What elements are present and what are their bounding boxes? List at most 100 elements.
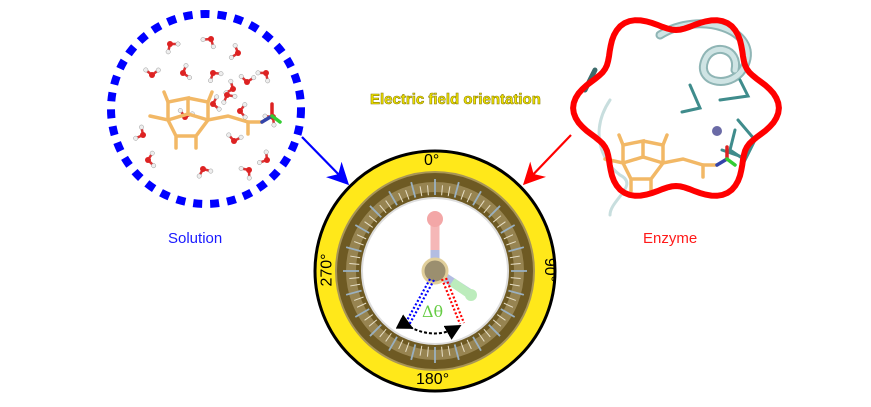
- water-molecule: [221, 92, 238, 105]
- water-molecule: [228, 43, 241, 60]
- water-molecule: [196, 166, 214, 179]
- dial-tick: [398, 339, 404, 350]
- enzyme-arrow: [522, 134, 572, 186]
- dial-tick: [398, 192, 404, 203]
- water-molecule: [208, 70, 224, 84]
- dial-tick: [478, 332, 485, 342]
- enzyme-panel: [570, 17, 782, 217]
- dial-tick: [509, 283, 520, 287]
- dial-tick: [483, 204, 491, 214]
- dial-label-270: 270°: [318, 253, 336, 287]
- water-molecule: [145, 150, 157, 169]
- water-molecule: [237, 102, 248, 120]
- dial-tick: [488, 324, 501, 337]
- dial-tick: [364, 221, 374, 228]
- dial-tick: [427, 346, 429, 357]
- dial-tick: [354, 241, 364, 246]
- dial-tick: [496, 314, 506, 321]
- dial-tick: [369, 205, 382, 218]
- figure-title: Electric field orientation: [370, 91, 541, 109]
- dial-tick: [385, 200, 392, 210]
- dial-tick: [510, 263, 521, 265]
- enzyme-label: Enzyme: [643, 230, 698, 247]
- dial-tick: [466, 339, 472, 350]
- dial-tick: [447, 186, 451, 197]
- dial-tick: [441, 185, 443, 196]
- dial-tick: [350, 283, 361, 287]
- enzyme-substrate-molecule: [603, 133, 737, 193]
- water-molecule: [256, 149, 270, 166]
- dial-tick: [472, 190, 482, 206]
- orientation-dial: [313, 149, 557, 393]
- solution-label: Solution: [168, 230, 223, 247]
- dial-tick: [483, 328, 491, 338]
- solution-boundary: [107, 10, 305, 208]
- dial-tick: [460, 342, 465, 352]
- dial-label-0: 0°: [424, 152, 440, 169]
- dial-tick: [466, 192, 472, 203]
- solution-arrow: [301, 136, 350, 186]
- dial-tick: [496, 221, 506, 228]
- dial-tick: [500, 224, 516, 234]
- dial-tick: [368, 319, 378, 327]
- water-molecules: [133, 36, 277, 181]
- dial-tick: [453, 181, 460, 198]
- dial-tick: [419, 186, 423, 197]
- solution-projection-line: [404, 278, 431, 325]
- dial-tick: [488, 205, 501, 218]
- water-molecule: [133, 124, 146, 141]
- water-molecule: [226, 132, 244, 144]
- dial-tick: [350, 255, 361, 259]
- dial-tick: [492, 215, 502, 223]
- dial-tick: [478, 200, 485, 210]
- water-molecule: [180, 63, 192, 81]
- dial-tick: [385, 332, 392, 342]
- dial-ticks: [343, 179, 527, 363]
- water-molecule: [210, 94, 222, 112]
- dial-tick: [506, 296, 516, 301]
- dial-tick: [410, 344, 417, 361]
- dial-tick: [506, 241, 516, 246]
- dial-tick: [405, 190, 410, 200]
- dial-tick: [364, 314, 374, 321]
- dial-tick: [354, 308, 370, 318]
- dial-tick: [410, 181, 417, 198]
- dial-tick: [427, 185, 429, 196]
- dial-tick: [405, 342, 410, 352]
- dial-tick: [345, 289, 362, 296]
- dial-tick: [500, 308, 516, 318]
- dial-tick: [388, 190, 398, 206]
- metal-ion: [712, 126, 722, 136]
- dial-tick: [419, 345, 423, 356]
- solution-substrate-molecule: [148, 90, 282, 150]
- dial-tick: [356, 302, 367, 308]
- delta-theta-arc: [395, 314, 462, 340]
- dial-tick: [509, 255, 520, 259]
- water-molecule: [238, 73, 257, 85]
- dial-label-180: 180°: [416, 371, 450, 388]
- dial-tick: [349, 277, 360, 279]
- dial-tick: [368, 215, 378, 223]
- dial-label-90: 90°: [541, 257, 559, 283]
- dial-tick: [508, 246, 525, 253]
- water-molecule: [143, 67, 161, 78]
- dial-tick: [354, 296, 364, 301]
- dial-tick: [379, 204, 387, 214]
- dial-tick: [510, 277, 521, 279]
- dial-tick: [460, 190, 465, 200]
- dial-tick: [447, 345, 451, 356]
- water-molecule: [238, 166, 252, 181]
- dial-tick: [492, 319, 502, 327]
- enzyme-boundary: [570, 17, 782, 199]
- dial-tick: [345, 246, 362, 253]
- dial-tick: [453, 344, 460, 361]
- dial-molecule: [421, 211, 477, 301]
- dial-tick: [369, 324, 382, 337]
- dial-tick: [356, 234, 367, 240]
- water-molecule: [255, 70, 271, 84]
- dial-tick: [354, 224, 370, 234]
- dial-tick: [349, 263, 360, 265]
- dial-tick: [508, 289, 525, 296]
- water-molecule: [165, 41, 181, 55]
